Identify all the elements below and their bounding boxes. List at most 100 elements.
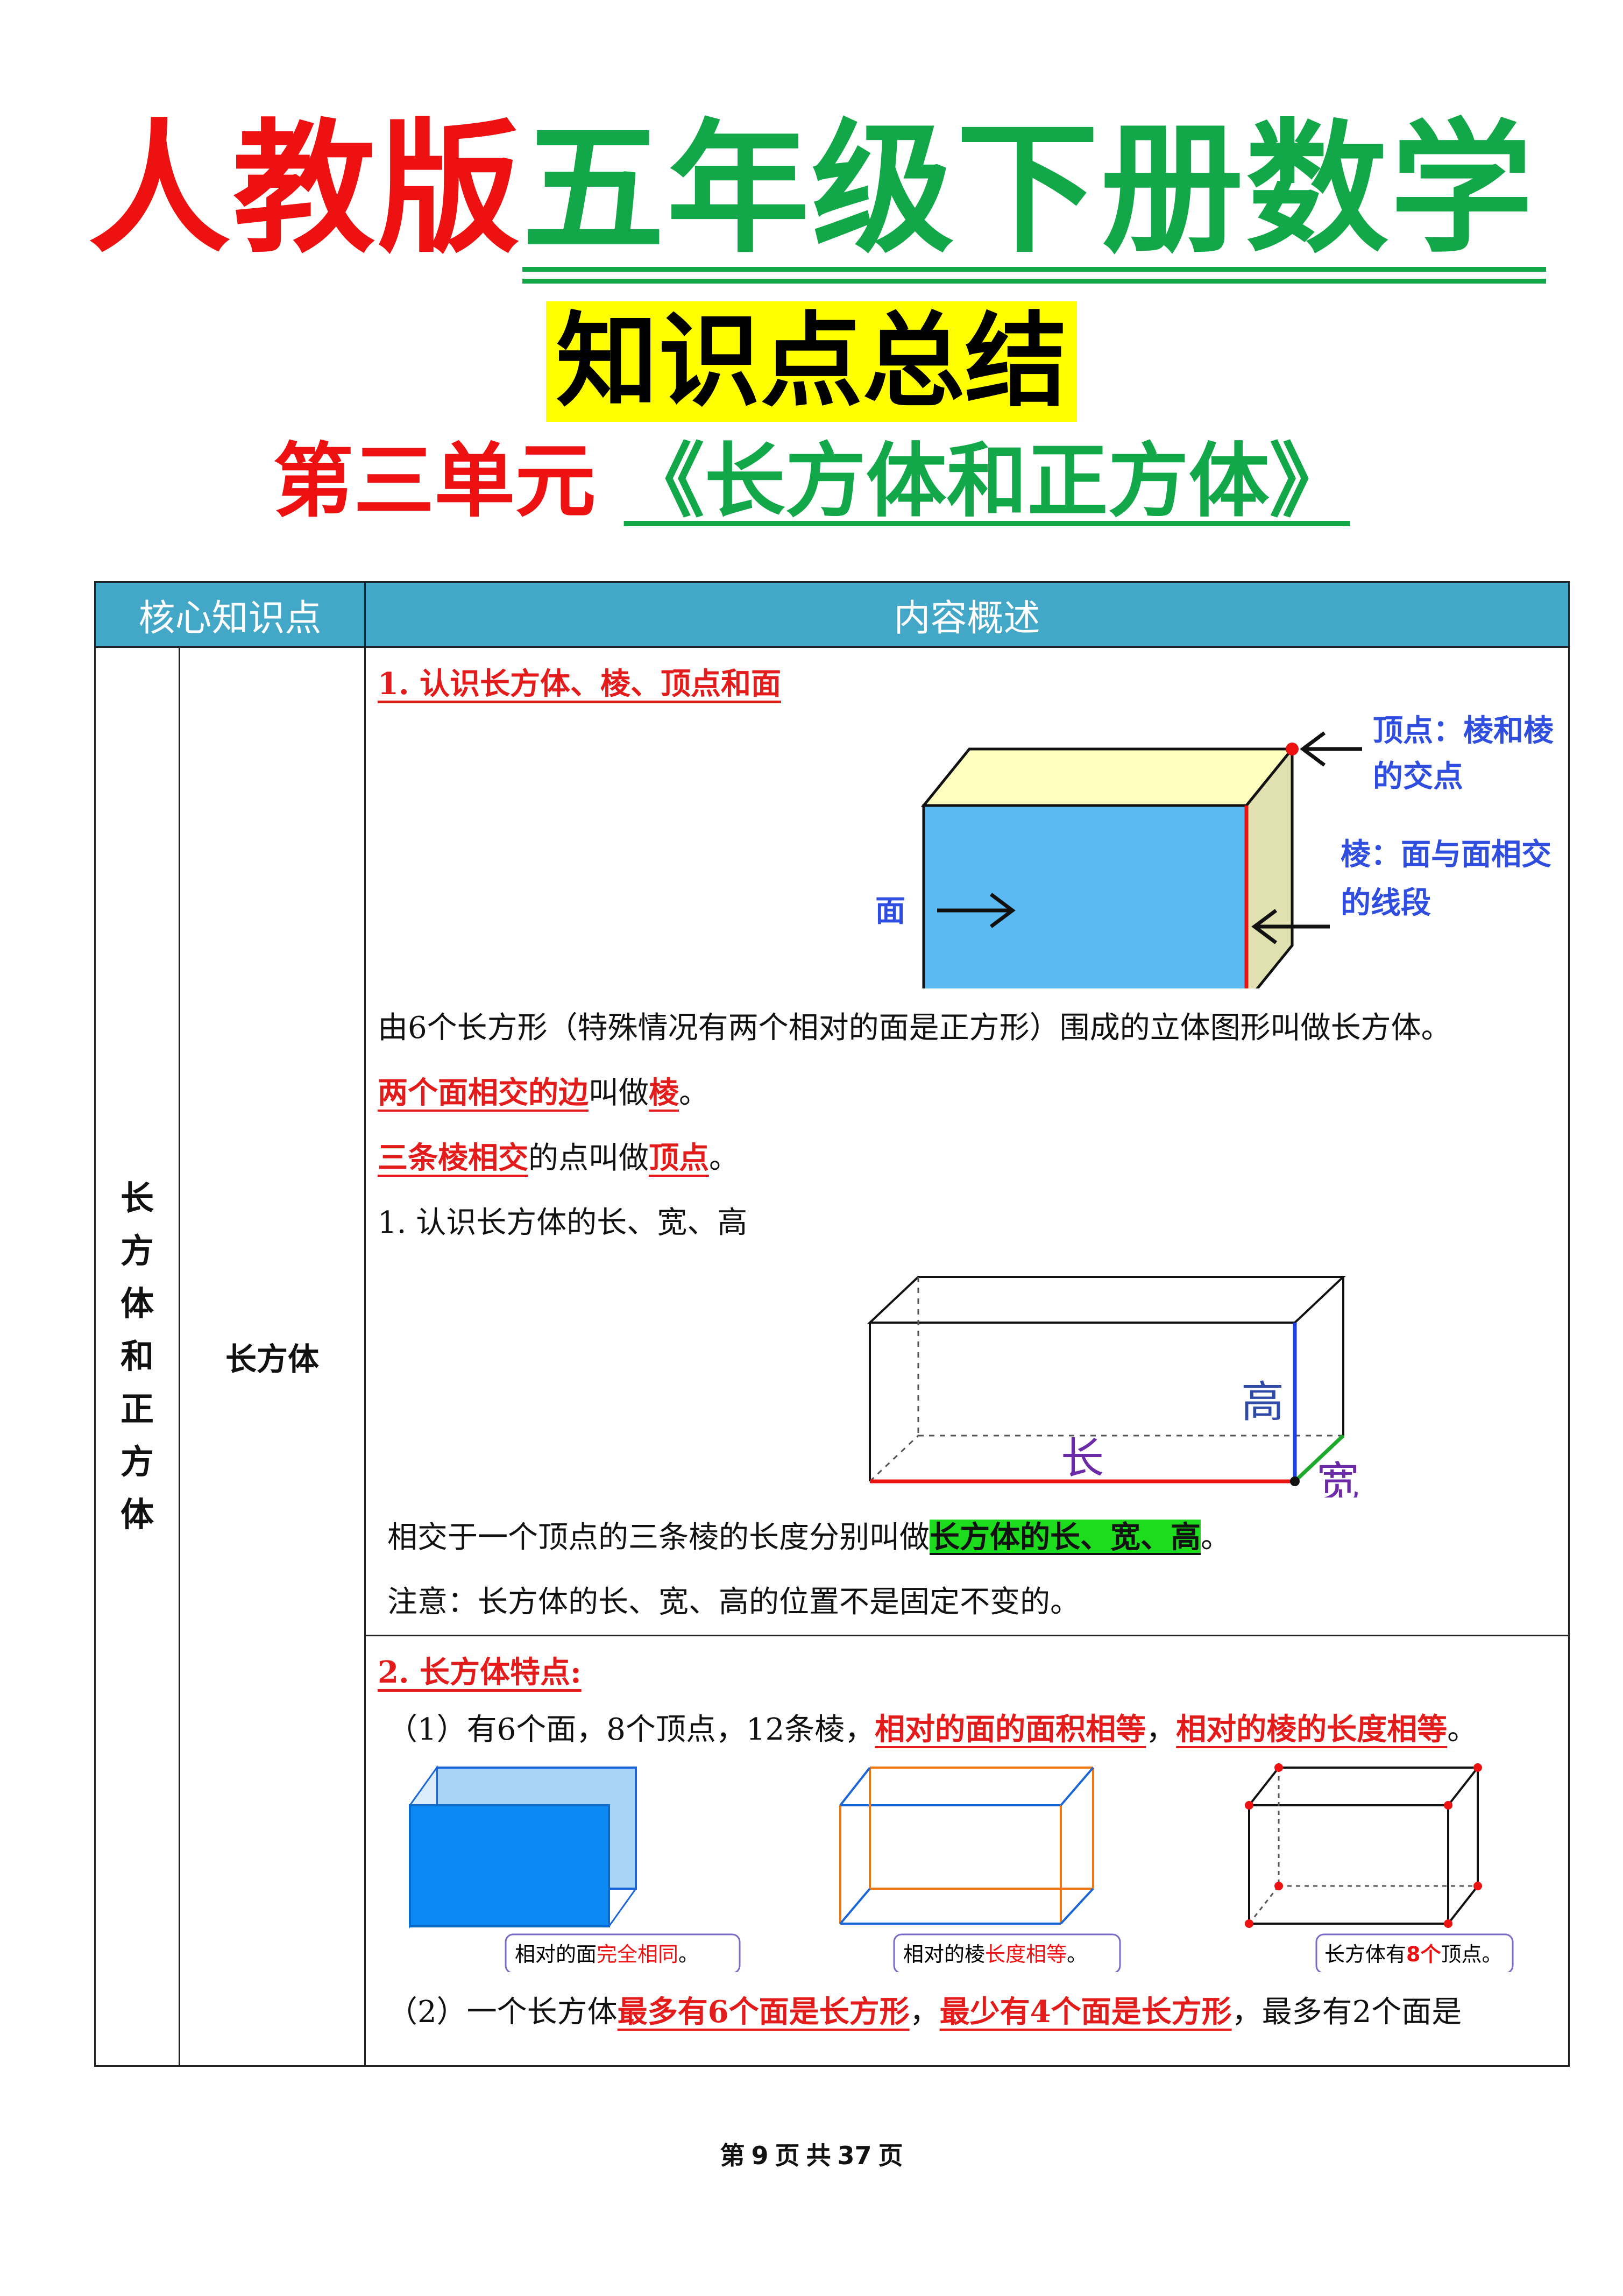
feature2-sep: ，	[909, 1995, 940, 2030]
label-edge-line1: 棱：面与面相交	[1341, 837, 1551, 872]
label-width: 宽	[1316, 1458, 1359, 1497]
face-arrowhead	[989, 893, 1016, 928]
bubble-edges-end: 。	[1067, 1942, 1087, 1966]
feature1-text: （1）有6个面，8个顶点，12条棱，	[387, 1712, 875, 1747]
footer-label: 页	[878, 2141, 903, 2170]
bubble-edges-hl: 长度相等	[985, 1942, 1067, 1966]
topic-cell: 长 方 体 和 正 方 体	[94, 646, 180, 2067]
bubble-faces-end: 。	[678, 1942, 699, 1966]
title-publisher: 人教版	[88, 107, 522, 272]
bubble-faces-hl: 完全相同	[597, 1942, 678, 1966]
subtitle-wrap: 知识点总结	[0, 301, 1623, 422]
topic-char: 方	[120, 1442, 154, 1481]
wire-top	[867, 1276, 1346, 1324]
unit-name: 《长方体和正方体》	[623, 435, 1350, 528]
bubble-vertices-hl: 8个	[1406, 1942, 1441, 1966]
vertex-dot	[1245, 1919, 1254, 1928]
section2-cell: 2. 长方体特点: （1）有6个面，8个顶点，12条棱，相对的面的面积相等，相对…	[364, 1635, 1570, 2067]
vertex-term: 顶点	[649, 1140, 710, 1176]
label-length: 长	[1061, 1433, 1104, 1483]
knowledge-table: 核心知识点 内容概述 长 方 体 和 正 方 体 长方体 1. 认识长方体、棱、…	[94, 581, 1570, 2067]
vertex-dot	[1473, 1763, 1483, 1772]
footer-label: 共	[806, 2141, 831, 2170]
feature2-end: ，最多有2个面是	[1231, 1995, 1462, 2030]
edge-definition-end: 。	[679, 1076, 710, 1111]
label-vertex-line1: 顶点：棱和棱	[1373, 713, 1554, 748]
page-number: 9	[751, 2141, 769, 2170]
feature-line-2: （2）一个长方体最多有6个面是长方形，最少有4个面是长方形，最多有2个面是	[378, 1980, 1568, 2045]
vertex-arrowhead	[1300, 731, 1326, 767]
total-pages: 37	[837, 2141, 872, 2170]
bubble-faces-text: 相对的面完全相同。	[515, 1942, 699, 1966]
section2-heading: 2. 长方体特点:	[378, 1655, 582, 1690]
feature-line-1: （1）有6个面，8个顶点，12条棱，相对的面的面积相等，相对的棱的长度相等。	[378, 1697, 1568, 1762]
cuboid-feature-illustrations: 相对的面完全相同。 相对的棱长度相等。	[409, 1763, 1514, 1974]
feature1-faces: 相对的面的面积相等	[875, 1712, 1146, 1747]
edge-l	[1060, 1888, 1094, 1925]
dimensions-definition: 相交于一个顶点的三条棱的长度分别叫做长方体的长、宽、高。	[378, 1505, 1568, 1570]
cuboid-top-face	[920, 747, 1295, 807]
edge-definition-key: 两个面相交的边	[378, 1075, 589, 1111]
cuboid-parts-diagram: 面 顶点：棱和棱 的交点 棱：面与面相交 的线段	[875, 713, 1554, 1006]
feature2-min: 最少有4个面是长方形	[939, 1994, 1232, 2030]
cuboid-front-face	[922, 804, 1248, 1004]
main-title: 人教版五年级下册数学	[0, 107, 1623, 284]
bubble-faces-pre: 相对的面	[515, 1942, 597, 1966]
topic-char: 长	[120, 1178, 154, 1218]
bubble-edges-text: 相对的棱长度相等。	[903, 1942, 1087, 1966]
feature1-edges: 相对的棱的长度相等	[1176, 1712, 1448, 1747]
topic-char: 方	[120, 1231, 154, 1271]
header-core-points: 核心知识点	[94, 581, 366, 648]
feature2-text: （2）一个长方体	[387, 1995, 618, 2030]
shared-vertex	[1290, 1476, 1300, 1486]
vertex-cuboid-hidden	[1248, 1885, 1280, 1924]
hidden-depth-edge	[869, 1435, 919, 1482]
title-grade: 五年级下册数学	[522, 107, 1546, 284]
vertex-definition-key: 三条棱相交	[378, 1140, 529, 1176]
vertex-dot	[1245, 1801, 1254, 1810]
vertex-cuboid-edge	[1248, 1767, 1280, 1806]
feature1-end: 。	[1447, 1712, 1478, 1747]
edge-k	[839, 1888, 871, 1925]
edge-i	[839, 1767, 871, 1806]
cuboid-definition: 由6个长方形（特殊情况有两个相对的面是正方形）围成的立体图形叫做长方体。	[378, 1011, 1451, 1045]
cuboid-dimensions-diagram: 高 长 宽	[867, 1276, 1359, 1508]
topic-char: 体	[120, 1494, 154, 1534]
bubble-vertices-text: 长方体有8个顶点。	[1324, 1942, 1502, 1966]
dimensions-note: 注意：长方体的长、宽、高的位置不是固定不变的。	[387, 1585, 1081, 1620]
unit-title: 第三单元 《长方体和正方体》	[0, 441, 1623, 522]
vertex-cuboid-edge	[1447, 1885, 1479, 1925]
vertex-cuboid-edge	[1447, 1767, 1479, 1806]
vertex-dot	[1444, 1919, 1453, 1928]
header-content-summary: 内容概述	[364, 581, 1570, 648]
dimensions-definition-end: 。	[1201, 1520, 1231, 1555]
edge-j	[1060, 1767, 1094, 1806]
vertex-dot	[1274, 1763, 1284, 1772]
footer-label: 第	[720, 2141, 745, 2170]
vertex-cuboid-front	[1248, 1804, 1450, 1925]
unit-number: 第三单元	[273, 435, 596, 528]
label-edge-line2: 的线段	[1341, 885, 1431, 921]
edge-term: 棱	[649, 1075, 679, 1111]
vertex-dot	[1473, 1882, 1483, 1890]
label-vertex-line2: 的交点	[1373, 759, 1463, 794]
front-face	[409, 1804, 611, 1927]
label-height: 高	[1241, 1377, 1284, 1427]
highlighted-vertex	[1286, 743, 1299, 755]
bubble-vertices-end: 顶点。	[1441, 1942, 1502, 1966]
topic-char: 正	[120, 1389, 154, 1429]
depth-line	[608, 1888, 637, 1927]
vertex-definition-mid: 的点叫做	[528, 1141, 649, 1176]
section1-heading: 1. 认识长方体、棱、顶点和面	[378, 666, 781, 702]
label-face: 面	[875, 893, 905, 929]
vertex-dot	[1444, 1801, 1453, 1810]
dimensions-heading: 1. 认识长方体的长、宽、高	[378, 1205, 748, 1240]
dimensions-definition-text: 相交于一个顶点的三条棱的长度分别叫做	[387, 1520, 930, 1555]
vertex-definition-end: 。	[709, 1141, 740, 1176]
bubble-vertices-pre: 长方体有	[1324, 1942, 1406, 1966]
vertex-definition: 三条棱相交的点叫做顶点。	[378, 1126, 1568, 1191]
vertex-dot	[1274, 1882, 1284, 1890]
subtitle-badge: 知识点总结	[546, 301, 1077, 422]
footer-label: 页	[775, 2141, 800, 2170]
